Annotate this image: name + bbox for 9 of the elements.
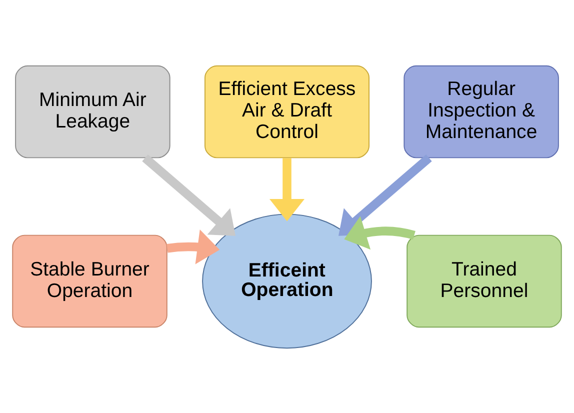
node-box: Minimum Air Leakage — [15, 64, 170, 158]
arrow — [142, 154, 236, 236]
node-box: Regular Inspection & Maintenance — [404, 64, 559, 158]
arrow — [344, 216, 416, 250]
arrow — [270, 158, 304, 221]
node-box: Stable Burner Operation — [12, 234, 168, 328]
node-box: Trained Personnel — [406, 234, 562, 328]
node-box: Efficient Excess Air & Draft Control — [204, 64, 370, 158]
arrow — [338, 154, 432, 236]
